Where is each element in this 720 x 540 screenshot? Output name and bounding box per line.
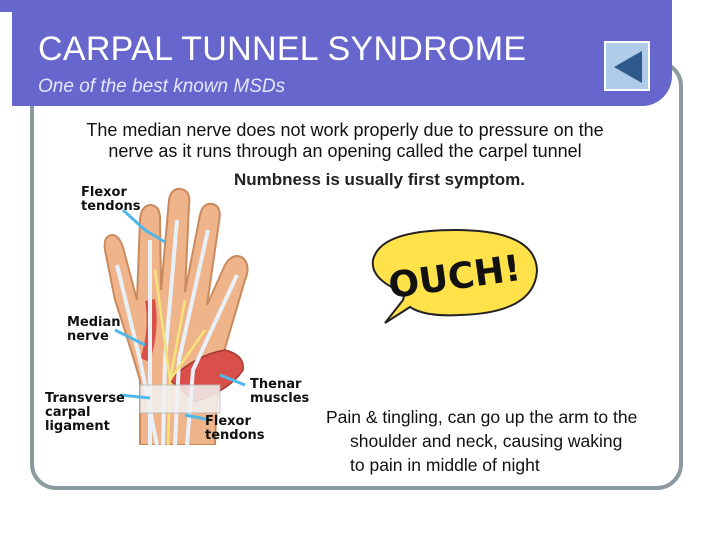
label-text: tendons xyxy=(205,428,265,443)
label-text: Flexor xyxy=(81,185,127,200)
hand-drawing xyxy=(103,187,249,446)
label-text: nerve xyxy=(67,329,109,344)
title-bar: CARPAL TUNNEL SYNDROME One of the best k… xyxy=(0,0,672,106)
symptom-line-3: to pain in middle of night xyxy=(350,455,540,475)
label-text: Transverse xyxy=(45,391,125,406)
label-text: ligament xyxy=(45,419,110,434)
back-button[interactable] xyxy=(604,41,650,91)
label-text: tendons xyxy=(81,199,141,214)
description-line-2: nerve as it runs through an opening call… xyxy=(108,141,582,161)
description-line-1: The median nerve does not work properly … xyxy=(86,120,604,140)
description-text: The median nerve does not work properly … xyxy=(40,120,650,162)
label-text: Median xyxy=(67,315,121,330)
label-text: carpal xyxy=(45,405,91,420)
label-median-nerve: Median nerve xyxy=(67,316,121,344)
speech-bubble: OUCH! xyxy=(371,228,539,324)
label-text: muscles xyxy=(250,391,310,406)
page-subtitle: One of the best known MSDs xyxy=(38,76,286,97)
triangle-left-icon xyxy=(614,51,642,83)
ouch-callout: OUCH! xyxy=(365,225,540,325)
label-flexor-tendons-top: Flexor tendons xyxy=(81,186,141,214)
label-thenar-muscles: Thenar muscles xyxy=(250,378,309,406)
label-text: Thenar xyxy=(250,377,302,392)
symptom-line-1: Pain & tingling, can go up the arm to th… xyxy=(326,407,638,427)
emphasis-text: Numbness is usually first symptom. xyxy=(234,170,525,189)
label-text: Flexor xyxy=(205,414,251,429)
label-transverse-carpal-ligament: Transverse carpal ligament xyxy=(45,392,125,434)
label-flexor-tendons-bottom: Flexor tendons xyxy=(205,415,265,443)
symptom-line-2: shoulder and neck, causing waking xyxy=(350,431,623,451)
page-title: CARPAL TUNNEL SYNDROME xyxy=(38,30,527,68)
symptom-text: Pain & tingling, can go up the arm to th… xyxy=(326,405,686,477)
hand-anatomy-illustration: Flexor tendons Median nerve Transverse c… xyxy=(45,180,309,446)
